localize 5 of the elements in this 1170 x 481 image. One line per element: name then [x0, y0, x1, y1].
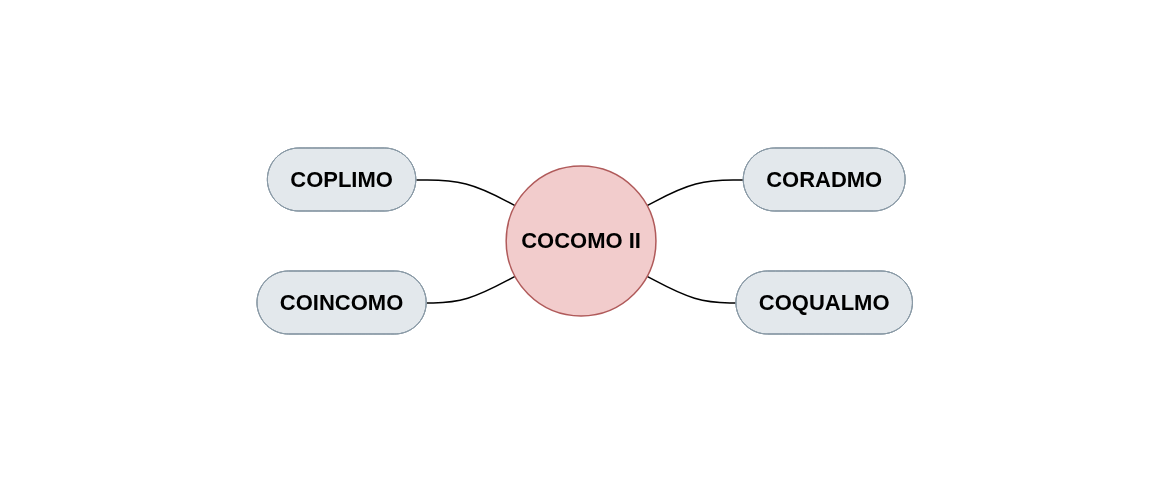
connector [646, 178, 745, 206]
connector [415, 178, 517, 206]
connector [646, 275, 738, 304]
connector [426, 275, 517, 304]
node-circle: COCOMO II [505, 164, 657, 317]
